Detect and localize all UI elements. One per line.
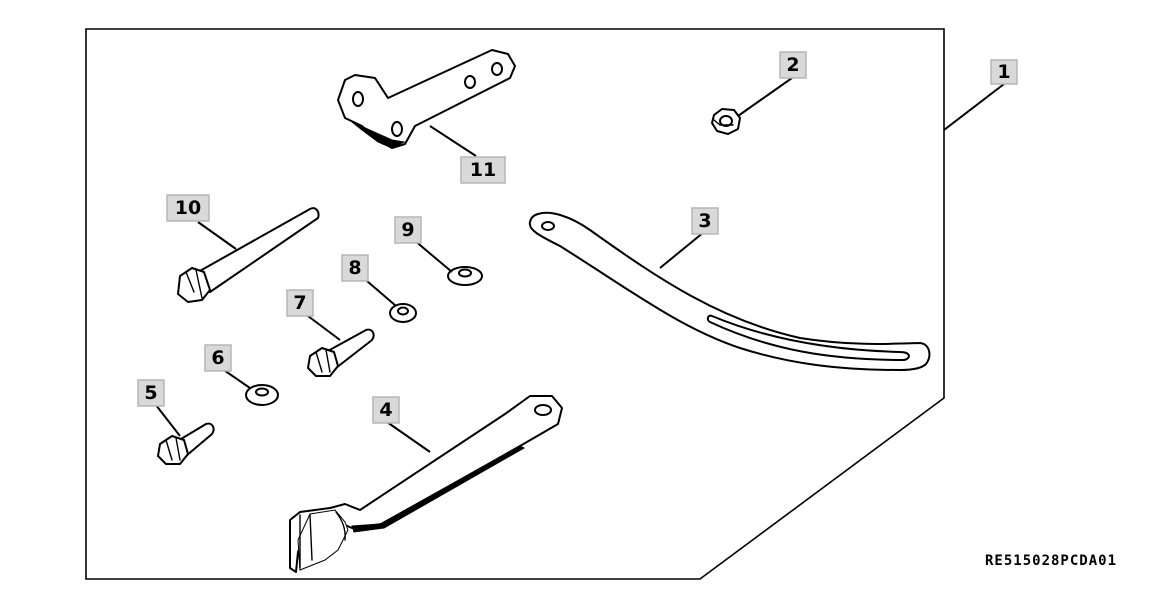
callout-6: 6 xyxy=(204,344,232,372)
leader-10 xyxy=(197,221,237,250)
svg-text:8: 8 xyxy=(348,257,361,279)
kit-frame xyxy=(85,28,945,580)
callout-2: 2 xyxy=(779,51,807,79)
svg-text:7: 7 xyxy=(293,292,306,314)
svg-text:9: 9 xyxy=(401,219,414,241)
callout-5: 5 xyxy=(137,379,165,407)
callout-3: 3 xyxy=(691,207,719,235)
leader-2 xyxy=(737,77,793,117)
part-6-washer xyxy=(245,384,279,406)
svg-text:11: 11 xyxy=(470,159,496,181)
callout-7: 7 xyxy=(286,289,314,317)
callout-9: 9 xyxy=(394,216,422,244)
svg-text:6: 6 xyxy=(211,347,224,369)
part-5-short-bolt xyxy=(157,422,215,465)
callout-11: 11 xyxy=(460,156,506,184)
part-9-washer xyxy=(447,266,483,286)
part-8-small-washer xyxy=(389,303,417,323)
callout-10: 10 xyxy=(166,194,210,222)
svg-text:1: 1 xyxy=(997,61,1010,83)
part-7-bolt xyxy=(307,328,375,377)
svg-text:10: 10 xyxy=(175,197,201,219)
leader-3 xyxy=(659,231,705,269)
callout-8: 8 xyxy=(341,254,369,282)
leader-9 xyxy=(413,239,453,273)
svg-text:4: 4 xyxy=(379,399,392,421)
part-11-l-bracket xyxy=(337,49,516,149)
svg-text:5: 5 xyxy=(144,382,157,404)
part-4-bent-bracket xyxy=(289,395,563,573)
callout-4: 4 xyxy=(372,396,400,424)
part-3-curved-strap xyxy=(528,211,931,371)
svg-text:2: 2 xyxy=(786,54,799,76)
leader-4 xyxy=(386,421,431,453)
callout-1: 1 xyxy=(990,59,1018,85)
leader-1 xyxy=(943,83,1005,131)
part-10-long-bolt xyxy=(177,207,320,303)
leader-11 xyxy=(429,125,477,157)
part-2-hex-nut xyxy=(711,108,741,135)
svg-text:3: 3 xyxy=(698,210,711,232)
reference-code: RE515028PCDA01 xyxy=(985,553,1118,569)
